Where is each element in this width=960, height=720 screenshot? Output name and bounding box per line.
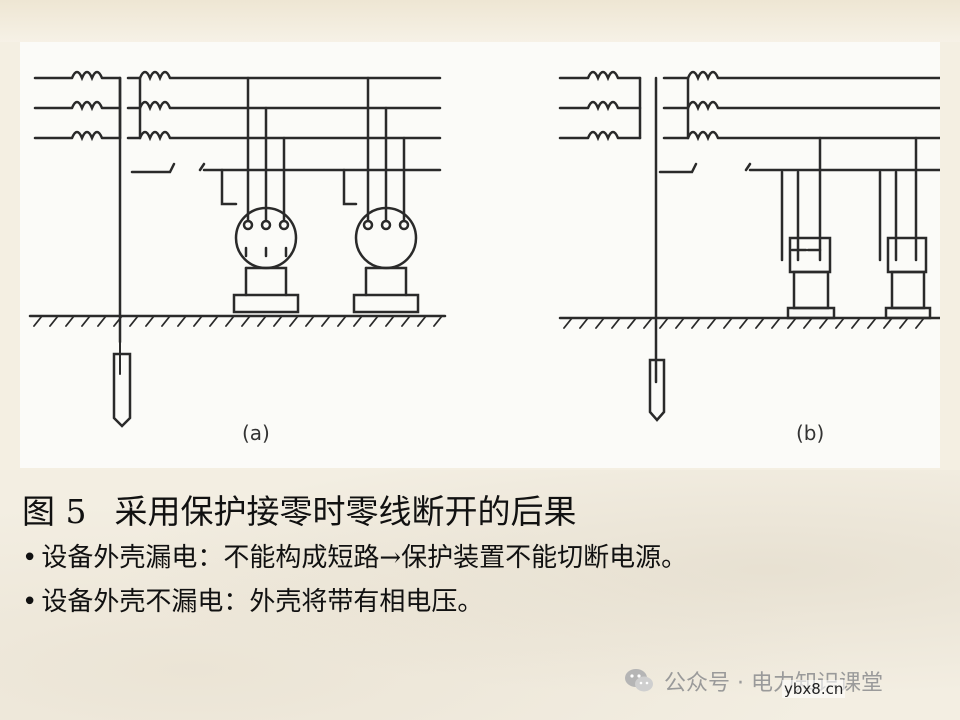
bullet-marker: • (22, 587, 38, 617)
bullet-item: •设备外壳不漏电：外壳将带有相电压。 (22, 582, 942, 622)
panel-label-a: (a) (242, 421, 270, 445)
figure-title: 采用保护接零时零线断开的后果 (114, 492, 577, 531)
site-watermark: ybx8.cn (782, 680, 846, 698)
figure-panel: (a) (b) (20, 42, 940, 468)
wiring-diagram: (a) (b) (28, 70, 940, 445)
bullet-item: •设备外壳漏电：不能构成短路→保护装置不能切断电源。 (22, 538, 942, 578)
caption: 图 5 采用保护接零时零线断开的后果 •设备外壳漏电：不能构成短路→保护装置不能切… (22, 490, 942, 622)
bullet-marker: • (22, 543, 38, 573)
wechat-icon (625, 669, 653, 692)
background-texture (0, 470, 960, 720)
watermark-account: 公众号 · 电力知识课堂 (664, 671, 883, 696)
panel-label-b: (b) (796, 421, 824, 445)
figure-caption-title: 图 5 采用保护接零时零线断开的后果 (22, 490, 942, 534)
figure-number: 图 5 (22, 492, 87, 531)
top-band (0, 0, 960, 42)
bullet-text: 设备外壳不漏电：外壳将带有相电压。 (41, 587, 484, 617)
diagram-b (558, 70, 940, 422)
watermark: 公众号 · 电力知识课堂 (622, 664, 883, 698)
diagram-a (28, 70, 447, 428)
bullet-text: 设备外壳漏电：不能构成短路→保护装置不能切断电源。 (41, 543, 688, 573)
